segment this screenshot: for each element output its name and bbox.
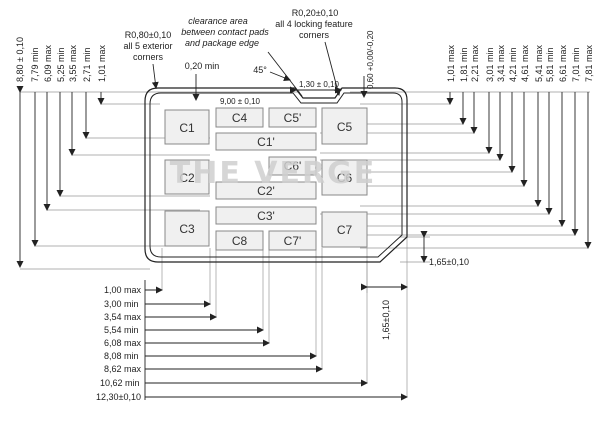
exterior-corner-radius: R0,80±0,10 xyxy=(125,30,171,40)
right-dim-5: 4,21 min xyxy=(508,47,518,82)
contact-c3-label: C3 xyxy=(179,222,195,236)
contact-c5-prime xyxy=(268,107,317,128)
contact-c2-label: C2 xyxy=(179,171,195,185)
right-dim-7: 5,41 max xyxy=(534,44,544,82)
notch-dimensions: 1,65±0,10 1,65±0,10 xyxy=(361,231,469,340)
clearance-leader xyxy=(267,51,303,97)
contact-c8-label: C8 xyxy=(232,234,248,248)
contact-c4-label: C4 xyxy=(232,111,248,125)
clearance-note-3: and package edge xyxy=(185,38,259,48)
bottom-dim-4: 6,08 max xyxy=(104,338,142,348)
card-outline-inner xyxy=(149,92,403,258)
right-dim-3: 3,01 min xyxy=(485,47,495,82)
right-dim-9: 6,61 max xyxy=(558,44,568,82)
watermark: THE VERGE xyxy=(170,156,376,191)
contact-c7-prime-label: C7' xyxy=(284,234,302,248)
contact-c3 xyxy=(164,210,210,247)
left-dim-3: 5,25 min xyxy=(56,47,66,82)
left-dim-0: 8,80 ± 0,10 xyxy=(15,37,25,82)
contact-c4 xyxy=(215,107,264,128)
left-dimensions: 8,80 ± 0,10 7,79 min 6,09 max 5,25 min 3… xyxy=(15,37,107,268)
right-dim-2: 2,21 max xyxy=(470,44,480,82)
exterior-corner-leader xyxy=(151,63,159,89)
contact-c5 xyxy=(321,107,368,145)
contact-c7-prime xyxy=(268,230,317,251)
contact-c6-label: C6 xyxy=(337,171,353,185)
right-dim-1: 1,81 min xyxy=(459,47,469,82)
contact-c1 xyxy=(164,109,210,145)
contact-c1-prime-label: C1' xyxy=(257,135,275,149)
contact-c5-label: C5 xyxy=(337,120,353,134)
bottom-dimensions: 1,00 max 3,00 min 3,54 max 5,54 min 6,08… xyxy=(96,280,408,402)
contact-c1-label: C1 xyxy=(179,121,195,135)
contact-c2-prime xyxy=(215,181,317,200)
contact-c6-prime-label: C6' xyxy=(284,159,302,173)
left-dim-1: 7,79 min xyxy=(30,47,40,82)
contact-pads: C1 C4 C5' C5 C1' C6' C2 C2' C6 C3' C3 C8… xyxy=(164,107,368,251)
right-dim-10: 7,01 min xyxy=(571,47,581,82)
contact-c6 xyxy=(321,159,368,196)
clearance-note-1: clearance area xyxy=(188,16,248,26)
locking-radius: R0,20±0,10 xyxy=(292,8,338,18)
dim-165-bottom: 1,65±0,10 xyxy=(381,300,391,340)
locking-note-1: all 4 locking feature xyxy=(275,19,353,29)
contact-c3-prime xyxy=(215,206,317,225)
locking-leader xyxy=(324,41,341,96)
contact-c1-prime xyxy=(215,132,317,151)
dim-165-right: 1,65±0,10 xyxy=(429,257,469,267)
bottom-dim-5: 8,08 min xyxy=(104,351,139,361)
right-dim-0: 1,01 max xyxy=(446,44,456,82)
exterior-corner-note-2: corners xyxy=(133,52,164,62)
bottom-dim-0: 1,00 max xyxy=(104,285,142,295)
right-dim-8: 5,81 min xyxy=(545,47,555,82)
angle-arrow xyxy=(269,71,291,82)
right-dimensions: 1,01 max 1,81 min 2,21 max 3,01 min 3,41… xyxy=(446,44,594,249)
contact-c7-label: C7 xyxy=(337,223,353,237)
card-outline-outer xyxy=(144,87,408,263)
contact-c2 xyxy=(164,159,210,195)
min-020: 0,20 min xyxy=(185,61,220,71)
bottom-dim-1: 3,00 min xyxy=(104,299,139,309)
right-dim-6: 4,61 max xyxy=(520,44,530,82)
dim-130: 1,30 ± 0,10 xyxy=(299,80,340,89)
left-dim-4: 3,55 max xyxy=(68,44,78,82)
top-annotations: R0,80±0,10 all 5 exterior corners cleara… xyxy=(123,8,375,106)
clearance-note-2: between contact pads xyxy=(181,27,269,37)
locking-note-2: corners xyxy=(299,30,330,40)
contact-c5-prime-label: C5' xyxy=(284,111,302,125)
bottom-dim-8: 12,30±0,10 xyxy=(96,392,141,402)
left-dim-5: 2,71 min xyxy=(82,47,92,82)
contact-c6-prime xyxy=(268,156,317,176)
right-dim-11: 7,81 max xyxy=(584,44,594,82)
contact-c2-prime-label: C2' xyxy=(257,184,275,198)
bottom-dim-6: 8,62 max xyxy=(104,364,142,374)
bottom-dim-7: 10,62 min xyxy=(100,378,140,388)
right-dim-4: 3,41 max xyxy=(496,44,506,82)
contact-c8 xyxy=(215,230,264,251)
left-dim-6: 1,01 max xyxy=(97,44,107,82)
bottom-dim-3: 5,54 min xyxy=(104,325,139,335)
contact-c3-prime-label: C3' xyxy=(257,209,275,223)
exterior-corner-note-1: all 5 exterior xyxy=(123,41,172,51)
dim-060: 0,60 +0,00/-0,20 xyxy=(366,30,375,89)
bottom-dim-2: 3,54 max xyxy=(104,312,142,322)
contact-c7 xyxy=(321,211,368,248)
dim-900: 9,00 ± 0,10 xyxy=(220,97,261,106)
left-dim-2: 6,09 max xyxy=(43,44,53,82)
angle-45: 45° xyxy=(253,65,267,75)
